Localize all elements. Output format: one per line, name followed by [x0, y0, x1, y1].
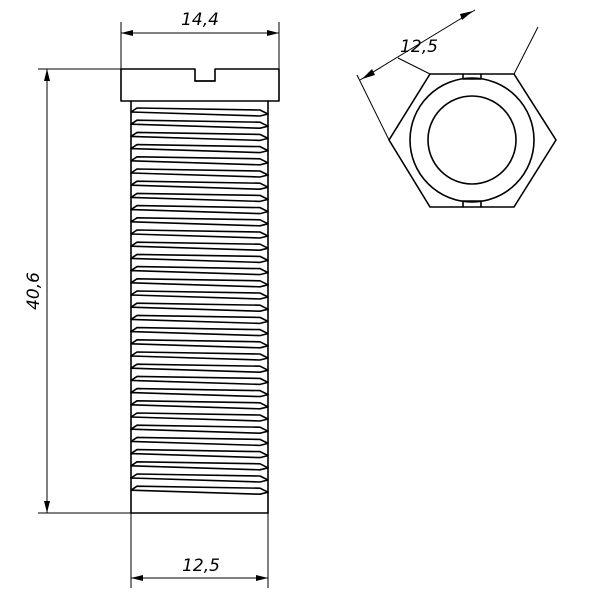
thread-crest — [130, 400, 269, 410]
dimension-label-total-length: 40,6 — [24, 272, 44, 310]
dimension-hex-width: 12,5 — [356, 9, 539, 141]
thread-crest — [130, 156, 269, 166]
thread-crest — [130, 448, 269, 459]
dimension-thread-diameter: 12,5 — [130, 513, 269, 588]
dimension-head-width: 14,4 — [120, 10, 280, 69]
dimension-label-hex-width: 12,5 — [400, 37, 438, 57]
screw-side-view — [120, 68, 280, 514]
thread-crest — [130, 351, 269, 361]
slot-top — [462, 73, 482, 80]
thread-crest — [130, 143, 269, 154]
slot-bottom — [462, 200, 482, 208]
thread-crest — [130, 131, 269, 142]
thread-crest — [130, 424, 269, 434]
thread-crest — [130, 375, 269, 386]
screw-head — [120, 68, 280, 102]
thread-crest — [130, 314, 269, 325]
dimension-total-length: 40,6 — [24, 68, 131, 514]
thread-crest — [130, 168, 269, 178]
thread-crest — [130, 436, 269, 447]
thread-crest — [130, 204, 269, 215]
thread-crest — [130, 119, 269, 129]
thread-crest — [130, 485, 269, 495]
thread-crest — [130, 473, 269, 483]
dimension-label-head-width: 14,4 — [181, 10, 219, 30]
thread-crest — [130, 461, 269, 471]
thread-crest — [130, 326, 269, 337]
head-outer-circle — [409, 77, 535, 203]
thread-crest — [130, 339, 269, 349]
hex-outline — [388, 73, 557, 208]
thread-crest — [130, 241, 269, 251]
screw-thread — [130, 107, 269, 495]
thread-crest — [130, 192, 269, 203]
thread-crest — [130, 265, 269, 276]
thread-crest — [130, 107, 269, 117]
thread-crest — [130, 412, 269, 422]
thread-crest — [130, 302, 269, 312]
thread-crest — [130, 180, 269, 190]
head-inner-circle — [427, 95, 517, 185]
hex-top-view — [388, 73, 557, 208]
thread-crest — [130, 253, 269, 264]
thread-crest — [130, 229, 269, 239]
dimension-label-thread-diameter: 12,5 — [182, 556, 220, 576]
thread-crest — [130, 217, 269, 227]
thread-crest — [130, 290, 269, 300]
thread-crest — [130, 387, 269, 398]
thread-crest — [130, 363, 269, 373]
thread-crest — [130, 278, 269, 288]
